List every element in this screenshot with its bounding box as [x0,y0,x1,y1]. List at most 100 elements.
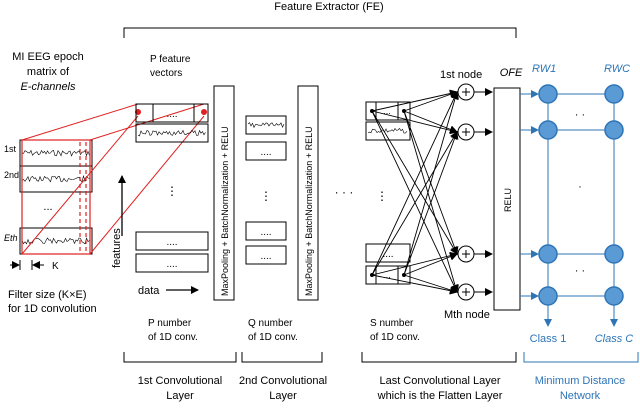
mdn-label: Network [560,390,601,402]
layer1-brace [123,352,237,363]
filter-caption: Filter size (K×E) [8,289,87,301]
svg-text:....: .... [166,109,177,120]
layer2-label: Layer [269,390,297,402]
feature-vector [365,101,411,121]
feature-vector [245,221,287,241]
mdn-node [538,84,558,104]
mdn-node [538,286,558,306]
svg-text:· ·: · · [575,109,585,121]
svg-text:....: .... [166,237,177,248]
feature-vector [135,231,209,251]
mdn-label: Minimum Distance [535,375,625,387]
s-count-label: of 1D conv. [370,332,420,343]
connection-line [371,91,458,276]
node-last-label: Mth node [444,309,490,321]
channel-label: Eth [4,233,18,243]
channel-label: 2nd [4,170,19,180]
connection-line [371,274,458,295]
svg-text:⋮: ⋮ [166,184,178,198]
svg-text:·: · [578,181,582,193]
signal-wave [247,122,285,129]
filter-caption: for 1D convolution [8,303,97,315]
q-count-label: of 1D conv. [248,332,298,343]
connection-line [371,110,458,293]
layer2-brace [241,352,323,363]
mdn-node [604,120,624,140]
filter-window [21,139,91,255]
connection-line [403,110,458,134]
features-axis-label: features [111,228,123,268]
svg-text:....: .... [260,147,271,158]
connection-line [403,274,458,294]
connection-line [403,131,459,276]
connection-line [371,251,458,276]
p-count-label: of 1D conv. [148,332,198,343]
rw-first-label: RW1 [532,63,556,75]
p-features-label: P feature [150,54,191,65]
svg-text:....: .... [260,251,271,262]
kernel-label: K [52,261,59,272]
feature-vector [135,253,209,273]
svg-text:⋮: ⋮ [260,189,272,203]
input-label-line-2: matrix of [27,66,70,78]
connection-line [403,91,459,276]
mdn-node [538,244,558,264]
signal-wave [21,237,90,245]
last-layer-vectors: ... ⋮ .... ... [365,101,411,285]
relu-bar [493,87,521,311]
layer2-label: 2nd Convolutional [239,375,327,387]
pool-bar-2 [297,85,319,301]
flatten-connections [371,89,459,295]
feature-vector [245,245,287,265]
pool-bar-2-label: MaxPooling + BatchNormalization + RELU [304,126,314,296]
channel-dots: ... [43,201,52,213]
svg-text:....: .... [382,249,393,260]
filter-point [201,109,207,115]
p-features-label: vectors [150,68,182,79]
layer1-label: Layer [166,390,194,402]
feature-vector [245,141,287,161]
signal-wave [367,127,408,134]
feature-vector [135,123,209,143]
mdn-node [604,244,624,264]
filter-connector [21,103,139,141]
mdn-brace [523,352,639,363]
connection-line [371,131,458,276]
mdn-node [604,84,624,104]
pool-bar-1-label: MaxPooling + BatchNormalization + RELU [220,126,230,296]
svg-text:....: .... [260,227,271,238]
signal-wave [21,174,90,183]
title: Feature Extractor (FE) [274,1,383,13]
layer1-vectors: .... ⋮ .... .... [135,103,209,273]
minimum-distance-network [520,84,624,327]
connection-line [371,89,458,112]
svg-text:· ·: · · [575,265,585,277]
filter-connector [89,115,205,255]
signal-wave [21,149,90,157]
layer-ellipsis: · · · [335,185,354,199]
input-label-line-1: MI EEG epoch [12,51,84,63]
p-count-label: P number [148,318,192,329]
svg-text:⋮: ⋮ [376,189,388,203]
rw-last-label: RWC [604,63,630,75]
channel-row [19,227,93,255]
connection-line [371,110,458,135]
pool-bar-1 [213,85,235,301]
ofe-label: OFE [500,67,523,79]
last-layer-label: which is the Flatten Layer [377,390,503,402]
channel-row [19,165,93,193]
last-layer-label: Last Convolutional Layer [379,375,500,387]
eeg-matrix: ... 1st 2nd Eth [4,139,93,255]
q-count-label: Q number [248,318,293,329]
feature-vector [245,115,287,135]
svg-text:...: ... [383,106,391,116]
kernel-marker: K [10,260,59,272]
node-first-label: 1st node [440,69,482,81]
connection-line [403,110,459,293]
feature-vector [135,103,209,123]
class-last-label: Class C [595,333,634,345]
fe-brace [123,27,517,38]
connection-line [403,90,458,112]
s-count-label: S number [370,318,414,329]
